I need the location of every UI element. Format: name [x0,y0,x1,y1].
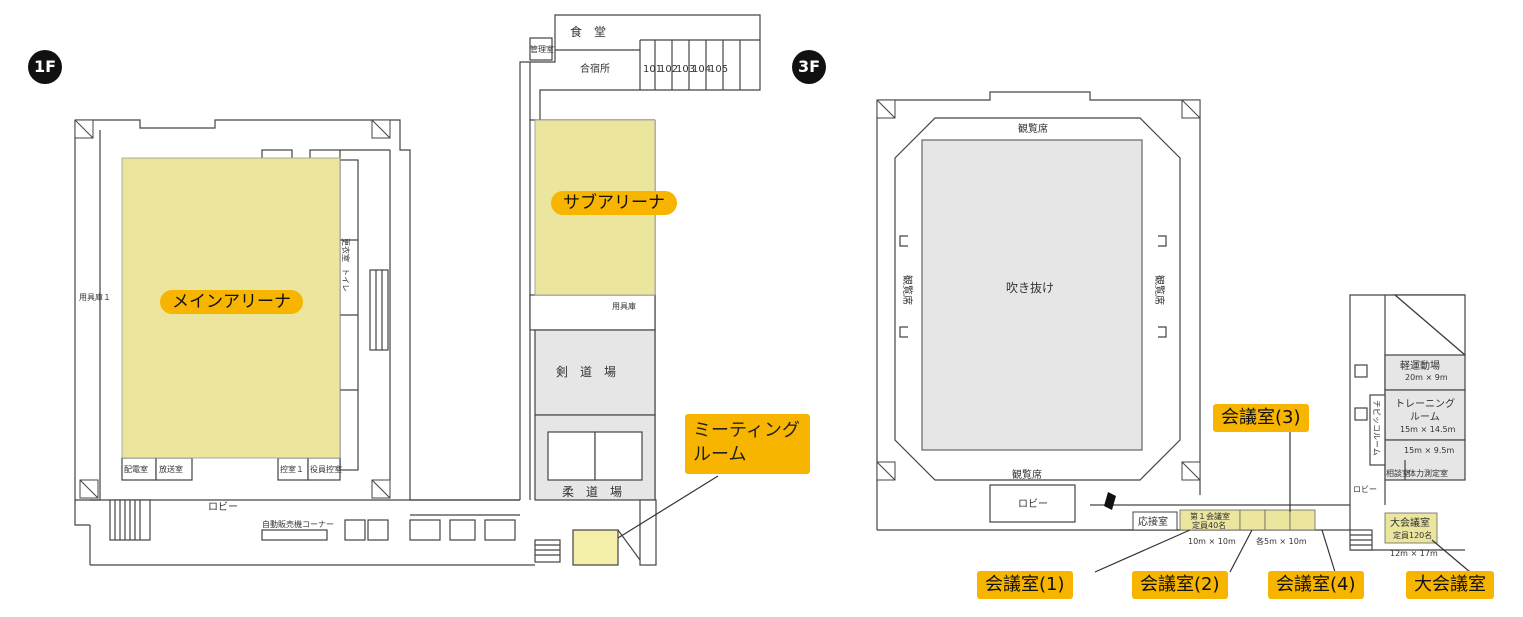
floor-3-badge: 3F [792,50,826,84]
f3-lobby-label: ロビー [1018,498,1048,510]
room-104-label: 104 [692,64,711,75]
fitness-label: 体力測定室 [1408,468,1448,478]
main-arena-label: メインアリーナ [160,290,303,314]
meeting-room-line2: ルーム [693,444,747,465]
broadcast-room-label: 放送室 [159,464,183,474]
meeting-room-line1: ミーティング [693,420,800,441]
stand-left-label: 観覧席 [901,275,914,305]
large-conf-area [1384,512,1438,544]
stand-right-label: 観覧席 [1153,275,1166,305]
conf-each-size-label: 各5m × 10m [1256,536,1307,546]
managers-label: 管理室 [530,44,554,54]
consult-label: 相談室 [1386,468,1410,478]
room-103-label: 103 [676,64,695,75]
judge-waiting-label: 役員控室 [310,464,342,474]
fitness-size-label: 15m × 9.5m [1404,446,1454,455]
equip-store1-label: 用具庫１ [79,292,111,302]
dorm-label: 合宿所 [580,62,610,75]
toilet-label: トイレ [341,268,350,292]
control-room-label: 配電室 [124,464,148,474]
conf-room-1-callout: 会議室(1) [977,571,1073,599]
waiting-room-label: 控室１ [280,464,304,474]
conf-room-2-callout: 会議室(2) [1132,571,1228,599]
training-line2-label: ルーム [1410,411,1440,423]
floor-3-plan [876,91,1466,551]
large-conf-size-label: 12m × 17m [1390,549,1438,558]
conf1-cap-label: 定員40名 [1192,520,1226,530]
meeting-room-callout: ミーティング ルーム [685,414,810,474]
f3-lobby2-label: ロビー [1353,485,1377,494]
floor-1-plan [74,14,761,566]
checker-room-label: チビッコルーム [1372,400,1381,456]
reception-label: 応接室 [1138,515,1168,528]
judo-label: 柔 道 場 [562,485,622,499]
large-conf-small-label: 大会議室 [1390,516,1430,529]
floor-1-badge: 1F [28,50,62,84]
conf-room-3-area [1264,509,1291,531]
sub-arena-label: サブアリーナ [551,191,677,215]
room-105-label: 105 [709,64,728,75]
cafeteria-label: 食 堂 [570,24,606,39]
conf-room-4-callout: 会議室(4) [1268,571,1364,599]
conf-room-3-callout: 会議室(3) [1213,404,1309,432]
conf-room-2-area [1239,509,1266,531]
equip-store2-label: 用具庫 [612,301,636,311]
light-gym-size-label: 20m × 9m [1405,373,1448,382]
light-gym-label: 軽運動場 [1400,359,1440,372]
atrium-label: 吹き抜け [1006,281,1054,295]
conf1-size-label: 10m × 10m [1188,537,1236,546]
stand-bottom-label: 観覧席 [1012,468,1042,481]
f1-lobby-label: ロビー [208,501,238,513]
large-conf-cap-label: 定員120名 [1393,530,1432,540]
stand-top-label: 観覧席 [1018,122,1048,135]
training-size-label: 15m × 14.5m [1400,425,1456,434]
conf-room-4-area [1289,509,1316,531]
room-101-label: 101 [643,64,662,75]
vending-corner-label: 自動販売機コーナー [262,519,334,529]
room-102-label: 102 [659,64,678,75]
kendo-label: 剣 道 場 [556,365,616,379]
locker-label: 更衣室 [341,238,351,262]
training-line1-label: トレーニング [1395,397,1455,410]
large-conf-callout: 大会議室 [1406,571,1494,599]
conf1-small-label: 第１会議室 [1190,511,1230,521]
